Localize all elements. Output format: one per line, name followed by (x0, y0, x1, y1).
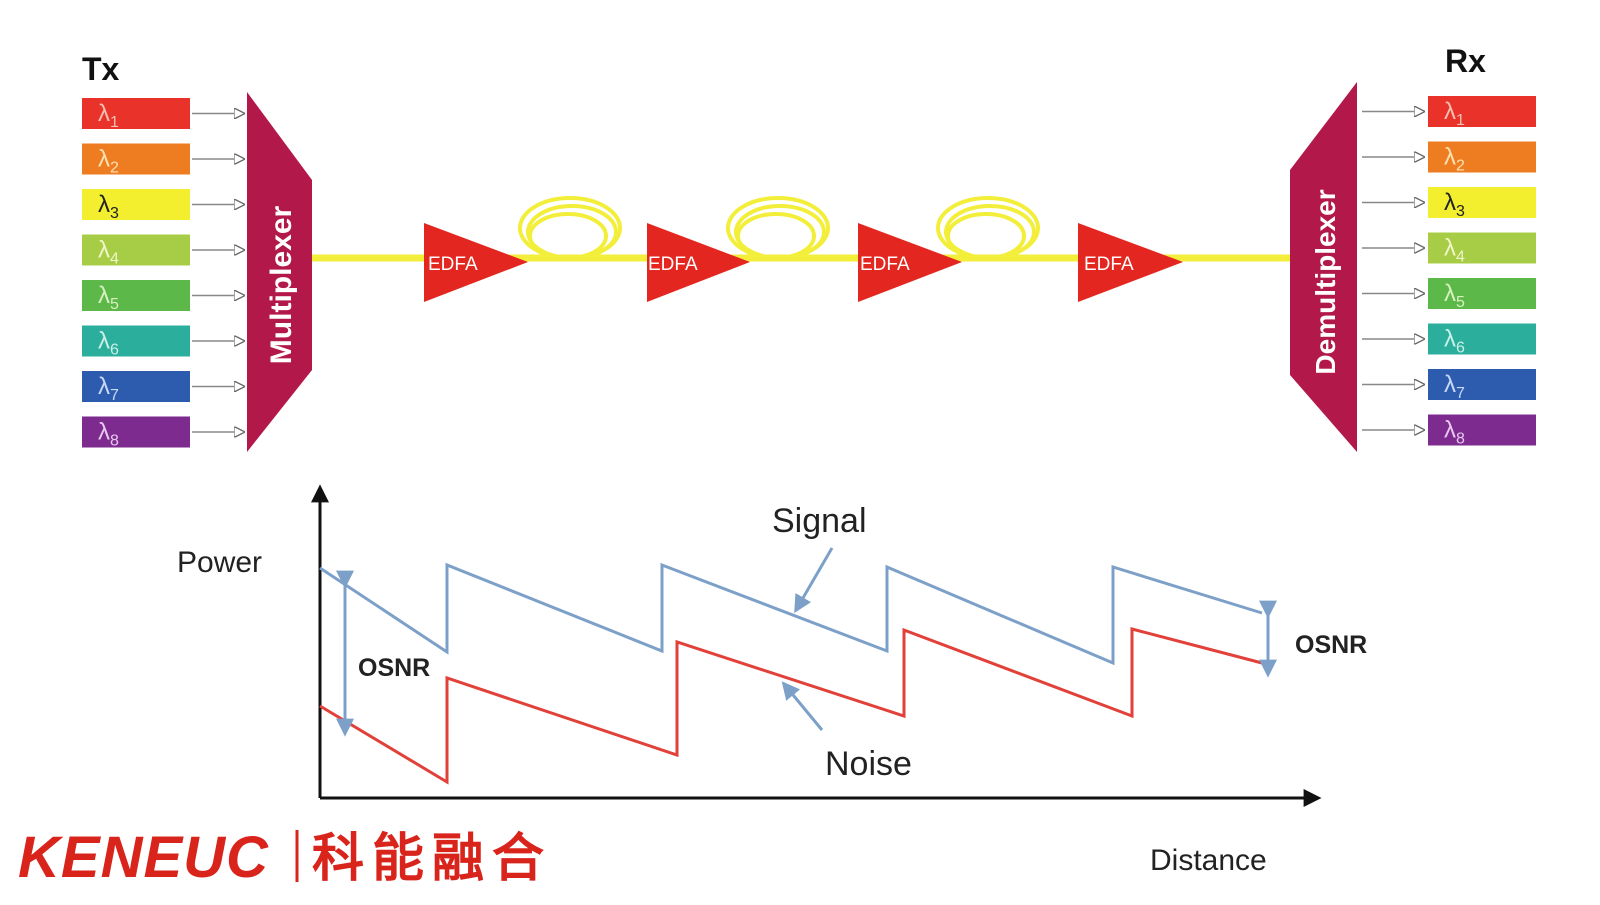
edfa-label-4: EDFA (1084, 254, 1134, 275)
tx-channel-box-5 (82, 280, 190, 311)
rx-channel-box-8 (1428, 414, 1536, 446)
x-axis-label: Distance (1150, 844, 1267, 877)
multiplexer-label: Multiplexer (265, 205, 298, 364)
edfa-amplifier-4: EDFA (1078, 223, 1183, 302)
signal-pointer (794, 547, 834, 614)
edfa-amplifier-1: EDFA (424, 223, 528, 302)
rx-channel-box-3 (1428, 187, 1536, 218)
rx-channel-box-6 (1428, 323, 1536, 355)
tx-channel-box-4 (82, 234, 190, 266)
rx-channel-box-2 (1428, 141, 1536, 173)
tx-title: Tx (82, 51, 120, 87)
rx-channel-box-1 (1428, 96, 1536, 127)
brand-chinese: 科能融合 (312, 830, 552, 888)
noise-label: Noise (825, 745, 912, 783)
edfa-label-2: EDFA (648, 254, 698, 275)
power-distance-graph: Power Distance OSNR OSNR Signal Noise (177, 484, 1367, 877)
rx-channel-box-7 (1428, 369, 1536, 400)
demultiplexer: Demultiplexer (1290, 82, 1357, 452)
signal-line (319, 562, 1263, 666)
osnr-right-label: OSNR (1295, 631, 1367, 659)
rx-title: Rx (1445, 43, 1486, 79)
noise-line (319, 627, 1263, 785)
y-axis-label: Power (177, 546, 262, 579)
tx-channel-box-7 (82, 371, 190, 402)
demultiplexer-label: Demultiplexer (1310, 189, 1341, 374)
tx-channel-box-2 (82, 143, 190, 175)
tx-channel-box-3 (82, 189, 190, 220)
edfa-amplifier-3: EDFA (858, 223, 962, 302)
tx-channel-box-8 (82, 416, 190, 448)
edfa-label-1: EDFA (428, 254, 478, 275)
noise-pointer (781, 681, 824, 731)
brand-name: KENEUC (18, 825, 269, 890)
edfa-label-3: EDFA (860, 254, 910, 275)
signal-label: Signal (772, 502, 867, 540)
fiber-coil-1 (518, 196, 622, 260)
osnr-left-label: OSNR (358, 654, 430, 682)
fiber-coil-2 (726, 196, 830, 260)
multiplexer: Multiplexer (247, 92, 312, 452)
edfa-amplifier-2: EDFA (647, 223, 750, 302)
tx-channel-box-1 (82, 98, 190, 129)
brand-logo: KENEUC 科能融合 (18, 825, 552, 890)
fiber-coil-3 (936, 196, 1040, 260)
rx-channel-box-5 (1428, 278, 1536, 309)
tx-channel-box-6 (82, 325, 190, 357)
rx-channel-box-4 (1428, 232, 1536, 264)
